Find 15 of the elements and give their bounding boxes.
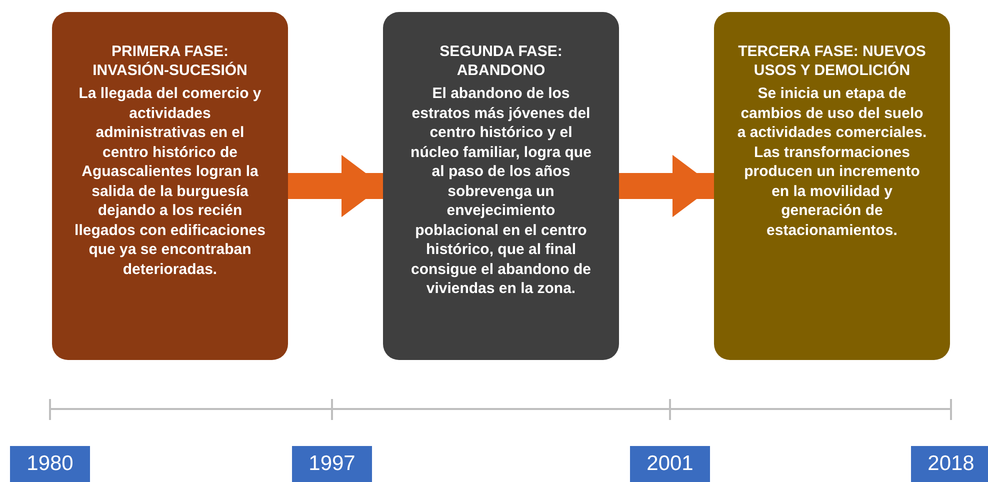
phase-heading: SEGUNDA FASE: ABANDONO — [438, 42, 564, 80]
arrow — [288, 154, 383, 218]
year-label: 1997 — [292, 446, 372, 482]
year-label: 1980 — [10, 446, 90, 482]
phase-card — [52, 12, 288, 360]
phase-card — [383, 12, 619, 360]
year-label: 2018 — [911, 446, 988, 482]
phase-heading: TERCERA FASE: NUEVOS USOS Y DEMOLICIÓN — [737, 42, 927, 80]
phase-description: La llegada del comercio y actividades administrativas en el centro histórico de Aguascalientes logran la salida de la burguesía dejando a los recién llegados con edificaciones que ya se encontraban deterioradas. — [74, 84, 266, 279]
phase-card — [714, 12, 950, 360]
year-label: 2001 — [630, 446, 710, 482]
phase-description: Se inicia un etapa de cambios de uso del suelo a actividades comerciales. Las transformaciones producen un incremento en la movilidad y generación de estacionamientos. — [736, 84, 928, 240]
arrow — [619, 154, 714, 218]
phase-heading: PRIMERA FASE: INVASIÓN-SUCESIÓN — [92, 42, 248, 80]
phase-description: El abandono de los estratos más jóvenes del centro histórico y el núcleo familiar, logra que al paso de los años sobrevenga un envejecimiento poblacional en el centro histórico, que al final consigue el abandono de viviendas en la zona. — [410, 84, 592, 298]
